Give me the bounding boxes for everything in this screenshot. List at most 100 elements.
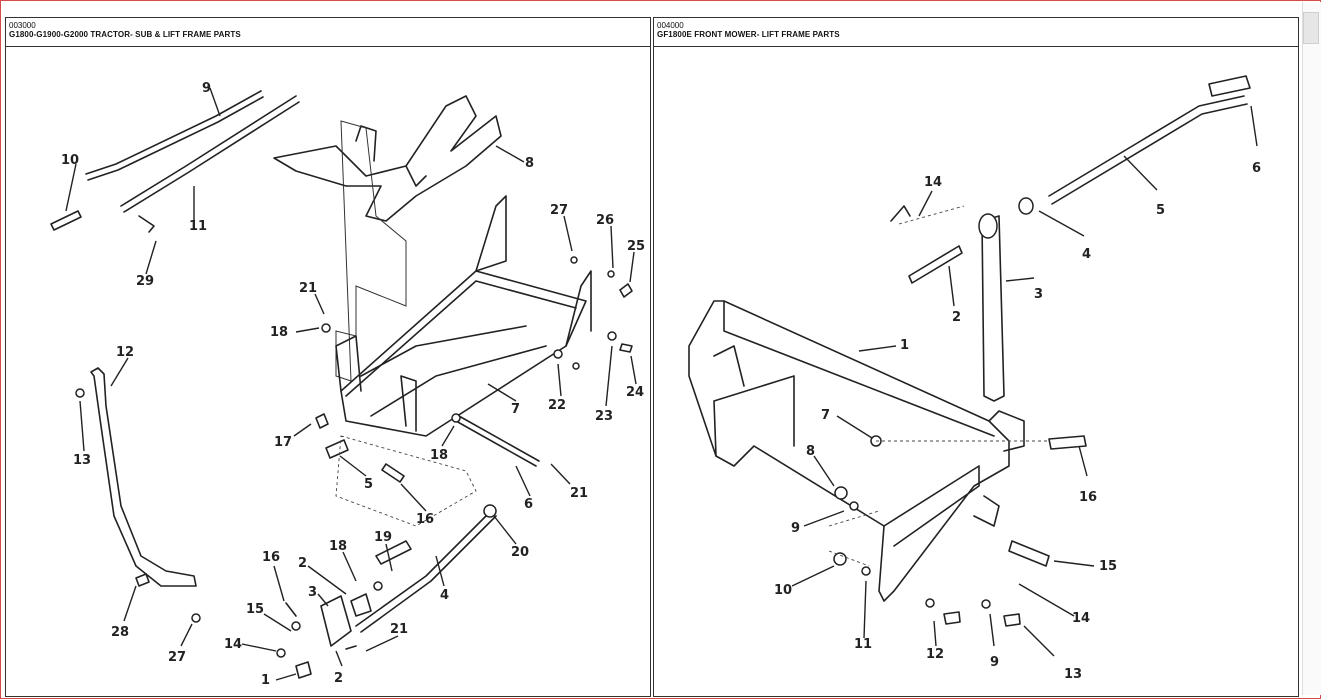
nut-part-10: [833, 552, 847, 566]
label-3: 3: [308, 585, 317, 600]
rod-part-11: [120, 95, 297, 207]
label-4: 4: [1082, 247, 1091, 262]
label-15: 15: [246, 602, 264, 617]
clip-part-15: [291, 621, 301, 631]
label-9: 9: [791, 521, 800, 536]
nut-part-22: [553, 349, 563, 359]
nut-part-14: [276, 648, 286, 658]
label-29: 29: [136, 274, 154, 289]
label-14: 14: [924, 175, 942, 190]
label-18b: 18: [430, 448, 448, 463]
label-21c: 21: [390, 622, 408, 637]
pin-part-15: [1008, 540, 1050, 567]
parts-diagram-left: 9 10 11 29 8 27 26 25 21 18 22 23 24 7 1…: [50, 81, 645, 688]
label-16: 16: [416, 512, 434, 527]
callout-leaders: [791, 105, 1258, 657]
tube-part-5: [1048, 95, 1245, 197]
label-24: 24: [626, 385, 644, 400]
callout-labels: 14 6 5 4 3 2 1 7 16 8 9 15 10 14 11 12 9…: [774, 161, 1261, 682]
label-18: 18: [270, 325, 288, 340]
washer-part-9b: [981, 599, 991, 609]
label-8: 8: [525, 156, 534, 171]
label-3: 3: [1034, 287, 1043, 302]
rod-part-4: [355, 510, 492, 627]
pin-part-2: [908, 245, 963, 284]
nut-part-4: [1018, 197, 1034, 215]
label-25: 25: [627, 239, 645, 254]
label-8: 8: [806, 444, 815, 459]
label-27b: 27: [168, 650, 186, 665]
label-6: 6: [524, 497, 533, 512]
nut-part-23: [607, 331, 617, 341]
label-12: 12: [116, 345, 134, 360]
washer-part-18-lower: [373, 581, 383, 591]
vertical-scrollbar[interactable]: [1302, 2, 1321, 695]
label-22: 22: [548, 398, 566, 413]
frame-part-1: [688, 300, 1010, 602]
handle-part-6: [1208, 75, 1251, 97]
bolt-part-28: [135, 573, 150, 587]
label-23: 23: [595, 409, 613, 424]
pin-part-29: [138, 215, 155, 233]
label-18c: 18: [329, 539, 347, 554]
washer-part-9: [849, 501, 859, 511]
washer-part-18: [321, 323, 331, 333]
bolt-part-13: [1003, 613, 1021, 627]
diagram-code: 004000: [657, 21, 684, 30]
diagram-title: G1800-G1900-G2000 TRACTOR- SUB & LIFT FR…: [9, 30, 241, 39]
label-27: 27: [550, 203, 568, 218]
label-5: 5: [364, 477, 373, 492]
label-2b: 2: [334, 671, 343, 686]
label-11: 11: [854, 637, 872, 652]
label-1: 1: [900, 338, 909, 353]
label-16: 16: [1079, 490, 1097, 505]
rod-part-6: [455, 420, 537, 467]
label-9b: 9: [990, 655, 999, 670]
label-4: 4: [440, 588, 449, 603]
panel-header: 003000 G1800-G1900-G2000 TRACTOR- SUB & …: [6, 18, 650, 47]
nut-part-8: [834, 486, 848, 500]
bolt-part-19: [375, 540, 412, 565]
bolt-part-25: [619, 283, 633, 298]
pin-part-16-lower: [285, 602, 297, 617]
label-10: 10: [61, 153, 79, 168]
label-19: 19: [374, 530, 392, 545]
label-7: 7: [821, 408, 830, 423]
label-15: 15: [1099, 559, 1117, 574]
label-21: 21: [299, 281, 317, 296]
label-16b: 16: [262, 550, 280, 565]
bolt-part-16: [1048, 435, 1087, 450]
label-26: 26: [596, 213, 614, 228]
label-2: 2: [298, 556, 307, 571]
label-9: 9: [202, 81, 211, 96]
bolt-part-24: [619, 343, 633, 353]
label-17: 17: [274, 435, 292, 450]
label-1: 1: [261, 673, 270, 688]
label-28: 28: [111, 625, 129, 640]
label-14: 14: [224, 637, 242, 652]
bolt-part-12: [943, 611, 961, 625]
clip-part-14: [890, 205, 911, 222]
label-12: 12: [926, 647, 944, 662]
label-10: 10: [774, 583, 792, 598]
nut-part-20: [483, 504, 497, 518]
nut-part-13: [75, 388, 85, 398]
parts-diagram-right: 14 6 5 4 3 2 1 7 16 8 9 15 10 14 11 12 9…: [688, 75, 1261, 682]
washer-part-11: [861, 566, 871, 576]
label-7: 7: [511, 402, 520, 417]
pin-part-16: [381, 463, 405, 483]
nut-part-27: [191, 613, 201, 623]
label-11: 11: [189, 219, 207, 234]
block-part-2: [350, 593, 372, 617]
diagram-code: 003000: [9, 21, 36, 30]
rod-part-9: [85, 90, 262, 175]
label-14b: 14: [1072, 611, 1090, 626]
diagram-panel-sub-lift-frame: 003000 G1800-G1900-G2000 TRACTOR- SUB & …: [5, 17, 651, 697]
panel-header: 004000 GF1800E FRONT MOWER- LIFT FRAME P…: [654, 18, 1298, 47]
scrollbar-thumb[interactable]: [1303, 12, 1319, 44]
label-20: 20: [511, 545, 529, 560]
label-6: 6: [1252, 161, 1261, 176]
diagram-panel-front-mower-lift-frame: 004000 GF1800E FRONT MOWER- LIFT FRAME P…: [653, 17, 1299, 697]
bracket-part-1: [295, 661, 312, 679]
spring-part-10: [50, 210, 82, 231]
